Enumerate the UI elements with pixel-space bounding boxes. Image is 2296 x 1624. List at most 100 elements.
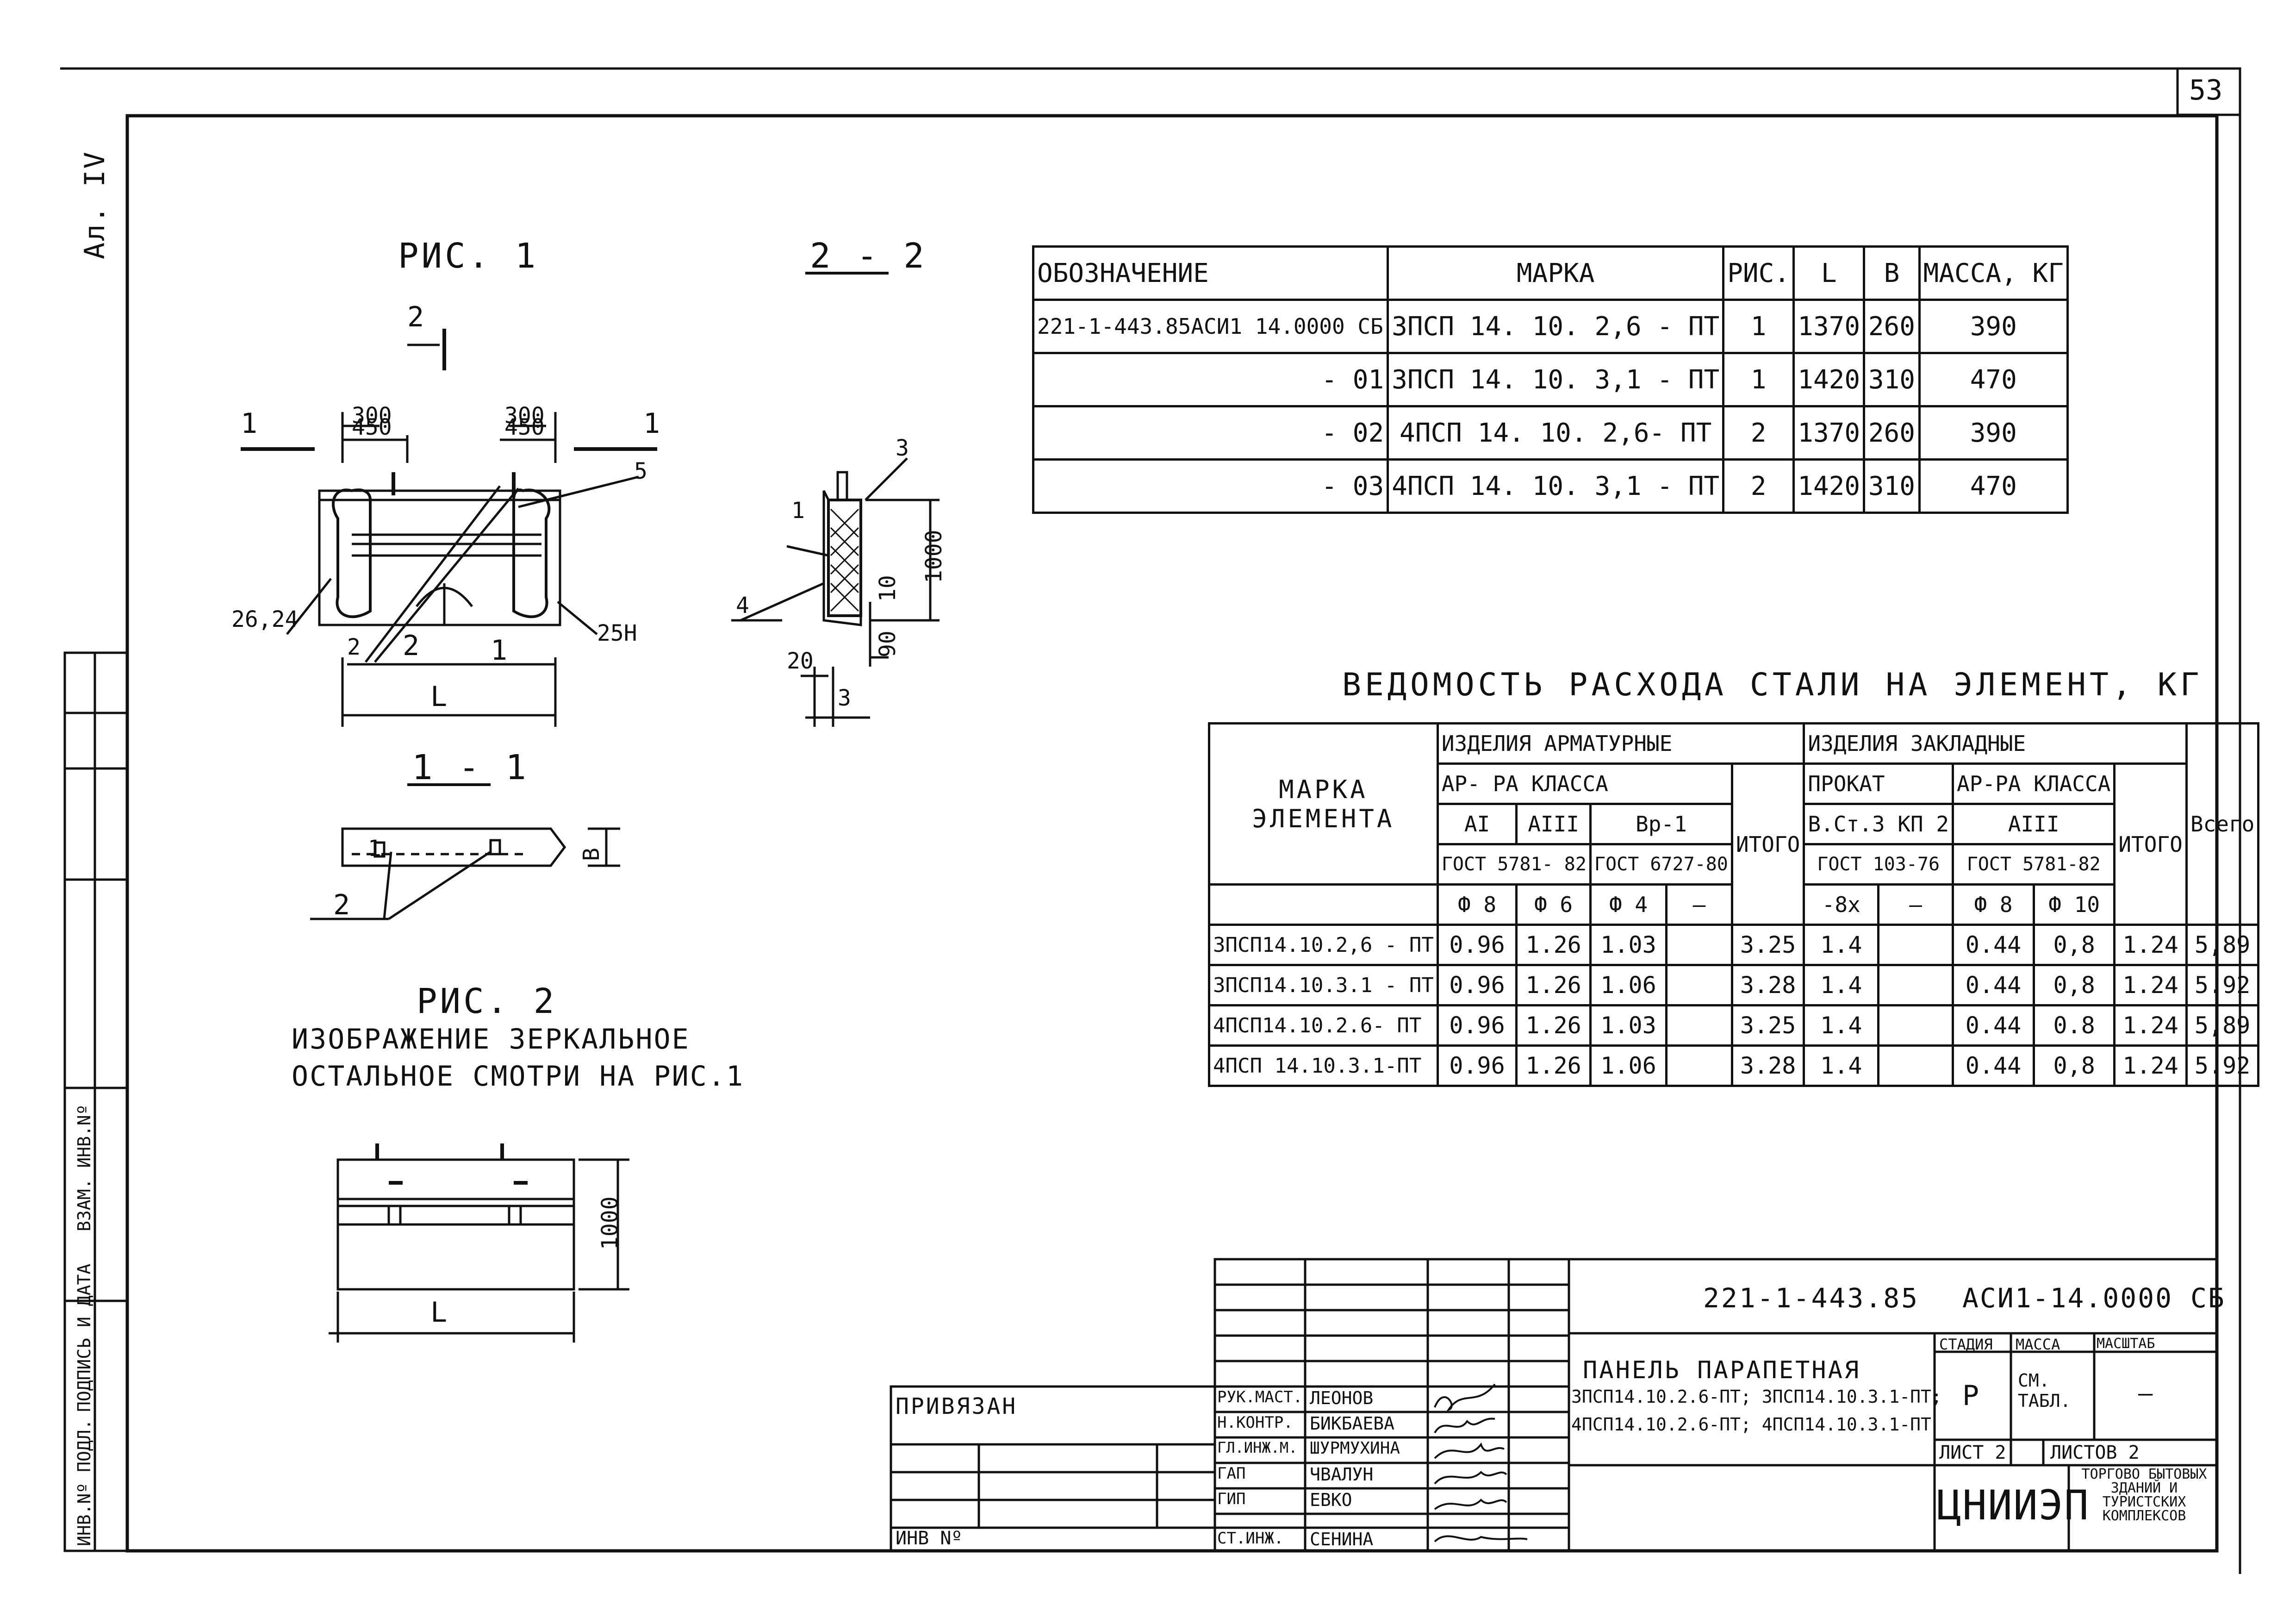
- steel-h-vst3: В.Ст.3 КП 2: [1803, 803, 1954, 845]
- steel-h-f8b: Ф 8: [1952, 883, 2035, 926]
- steel-table: МАРКА ЭЛЕМЕНТА ИЗДЕЛИЯ АРМАТУРНЫЕ ИЗДЕЛИ…: [1208, 722, 2260, 1087]
- steel-cell: 1.24: [2113, 1004, 2188, 1047]
- steel-cell: 0,8: [2032, 924, 2116, 966]
- steel-h-f6: Ф 6: [1515, 883, 1592, 926]
- steel-h-f4: Ф 4: [1589, 883, 1668, 926]
- steel-cell: 1.24: [2113, 1044, 2188, 1087]
- spec-cell: 4ПСП 14. 10. 3,1 - ПТ: [1387, 458, 1725, 514]
- steel-cell: 0.96: [1436, 1004, 1518, 1047]
- steel-h-prokat: ПРОКАТ: [1803, 762, 1954, 805]
- tb-privyazan: ПРИВЯЗАН: [896, 1393, 1018, 1419]
- section22-label-1: 1: [791, 498, 805, 524]
- steel-h-vsego: Всего: [2185, 722, 2260, 926]
- tb-code: 221-1-443.85: [1703, 1282, 1920, 1314]
- tb-staff-name: ЧВАЛУН: [1310, 1464, 1374, 1485]
- steel-h-gost5781: ГОСТ 5781- 82: [1436, 843, 1592, 886]
- tb-name-line1: ПАНЕЛЬ ПАРАПЕТНАЯ: [1583, 1356, 1861, 1384]
- fig1-callout-5: 5: [634, 458, 647, 484]
- fig1-drawing: [241, 329, 657, 727]
- table-row: 4ПСП 14.10.3.1-ПТ 0.96 1.26 1.06 3.28 1.…: [1208, 1044, 2260, 1087]
- spec-cell: 3ПСП 14. 10. 2,6 - ПТ: [1387, 299, 1725, 354]
- spec-cell: 1370: [1792, 299, 1866, 354]
- spec-h-mark: МАРКА: [1387, 245, 1725, 301]
- steel-h-mark: МАРКА ЭЛЕМЕНТА: [1208, 722, 1439, 886]
- tb-staff-name: ШУРМУХИНА: [1310, 1439, 1400, 1458]
- fig1-dim-450b: 450: [504, 414, 545, 440]
- steel-cell: [1665, 1004, 1733, 1047]
- steel-cell: 1.4: [1803, 924, 1880, 966]
- tb-masshtab-label: МАСШТАБ: [2097, 1336, 2155, 1352]
- section22-drawing: [731, 272, 940, 727]
- spec-h-fig: РИС.: [1722, 245, 1795, 301]
- steel-h-gost6727: ГОСТ 6727-80: [1589, 843, 1733, 886]
- steel-h-arm: ИЗДЕЛИЯ АРМАТУРНЫЕ: [1436, 722, 1805, 765]
- spec-cell: 470: [1918, 352, 2069, 407]
- steel-cell: 0.96: [1436, 924, 1518, 966]
- tb-staff-role: РУК.МАСТ.: [1217, 1388, 1303, 1406]
- section22-dim-20: 20: [787, 648, 814, 674]
- steel-cell: 1.26: [1515, 924, 1592, 966]
- steel-h-f8: Ф 8: [1436, 883, 1518, 926]
- tb-staff-name: СЕНИНА: [1310, 1529, 1374, 1549]
- steel-cell: 1.26: [1515, 964, 1592, 1006]
- steel-h-class2: АР-РА КЛАССА: [1952, 762, 2116, 805]
- spec-cell: 390: [1918, 405, 2069, 461]
- steel-cell: 0.44: [1952, 1044, 2035, 1087]
- fig2-title: РИС. 2: [417, 981, 557, 1021]
- steel-cell: 3.25: [1730, 1004, 1805, 1047]
- steel-cell: 1.06: [1589, 964, 1668, 1006]
- section22-title: 2 - 2: [810, 236, 927, 276]
- fig1-section-1-right: 1: [643, 407, 662, 440]
- table-row: 3ПСП14.10.3.1 - ПТ 0.96 1.26 1.06 3.28 1…: [1208, 964, 2260, 1006]
- fig1-section-1-left: 1: [241, 407, 259, 440]
- spec-cell: 1: [1722, 352, 1795, 407]
- steel-cell: 3ПСП14.10.2,6 - ПТ: [1208, 924, 1439, 966]
- fig1-section-2: 2: [407, 301, 426, 333]
- steel-cell: 1.26: [1515, 1044, 1592, 1087]
- fig1-callout-25H: 25Н: [597, 620, 637, 646]
- steel-h-itogo1: ИТОГО: [1730, 762, 1805, 926]
- fig1-title: РИС. 1: [398, 236, 539, 276]
- spec-cell: 310: [1863, 352, 1921, 407]
- steel-cell: 4ПСП14.10.2.6- ПТ: [1208, 1004, 1439, 1047]
- steel-h-Vr1: Вр-1: [1589, 803, 1733, 845]
- tb-org-logo: ЦНИИЭП: [1937, 1481, 2090, 1529]
- tb-staff-name: БИКБАЕВА: [1310, 1413, 1395, 1434]
- steel-h-itogo2: ИТОГО: [2113, 762, 2188, 926]
- table-row: 221-1-443.85АСИ1 14.0000 СБ 3ПСП 14. 10.…: [1032, 299, 2069, 354]
- fig1-dim-300b: 300: [504, 403, 545, 429]
- spec-h-B: В: [1863, 245, 1921, 301]
- spec-cell: 4ПСП 14. 10. 2,6- ПТ: [1387, 405, 1725, 461]
- section22-dim-3: 3: [838, 685, 851, 711]
- tb-staff-role: ГАП: [1217, 1464, 1246, 1483]
- spec-cell: 310: [1863, 458, 1921, 514]
- spec-cell: 1420: [1792, 458, 1866, 514]
- spec-cell: - 02: [1032, 405, 1389, 461]
- spec-cell: 1: [1722, 299, 1795, 354]
- steel-h-8x: -8х: [1803, 883, 1880, 926]
- table-row: 4ПСП14.10.2.6- ПТ 0.96 1.26 1.03 3.25 1.…: [1208, 1004, 2260, 1047]
- spec-h-L: L: [1792, 245, 1866, 301]
- spec-h-mass: МАССА, КГ: [1918, 245, 2069, 301]
- fig1-dim-L: L: [430, 681, 449, 713]
- steel-h-AIII2: АIII: [1952, 803, 2116, 845]
- fig1-section-2-bottom: 2: [403, 630, 421, 662]
- steel-h-f10: Ф 10: [2032, 883, 2116, 926]
- spec-cell: 2: [1722, 458, 1795, 514]
- fig1-callout-26-24: 26,24: [231, 606, 299, 632]
- fig1-dim-300a: 300: [352, 403, 392, 429]
- tb-org-sub: ТОРГОВО БЫТОВЫХ ЗДАНИЙ И ТУРИСТСКИХ КОМП…: [2081, 1466, 2207, 1524]
- steel-cell: 0.44: [1952, 964, 2035, 1006]
- spec-header-row: ОБОЗНАЧЕНИЕ МАРКА РИС. L В МАССА, КГ: [1032, 245, 2069, 301]
- fig2-note1: ИЗОБРАЖЕНИЕ ЗЕРКАЛЬНОЕ: [292, 1023, 690, 1056]
- tb-stadiya-value: Р: [1962, 1380, 1979, 1412]
- tb-listov: ЛИСТОВ 2: [2050, 1442, 2140, 1463]
- tb-stadiya-label: СТАДИЯ: [1939, 1336, 1993, 1353]
- steel-cell: 1.03: [1589, 924, 1668, 966]
- steel-cell: 1.24: [2113, 964, 2188, 1006]
- tb-staff-name: ЛЕОНОВ: [1310, 1388, 1374, 1408]
- steel-h-dash2: —: [1877, 883, 1954, 926]
- signatures: [1434, 1383, 1528, 1543]
- steel-cell: 0.8: [2032, 1004, 2116, 1047]
- fig2-note2: ОСТАЛЬНОЕ СМОТРИ НА РИС.1: [292, 1060, 745, 1093]
